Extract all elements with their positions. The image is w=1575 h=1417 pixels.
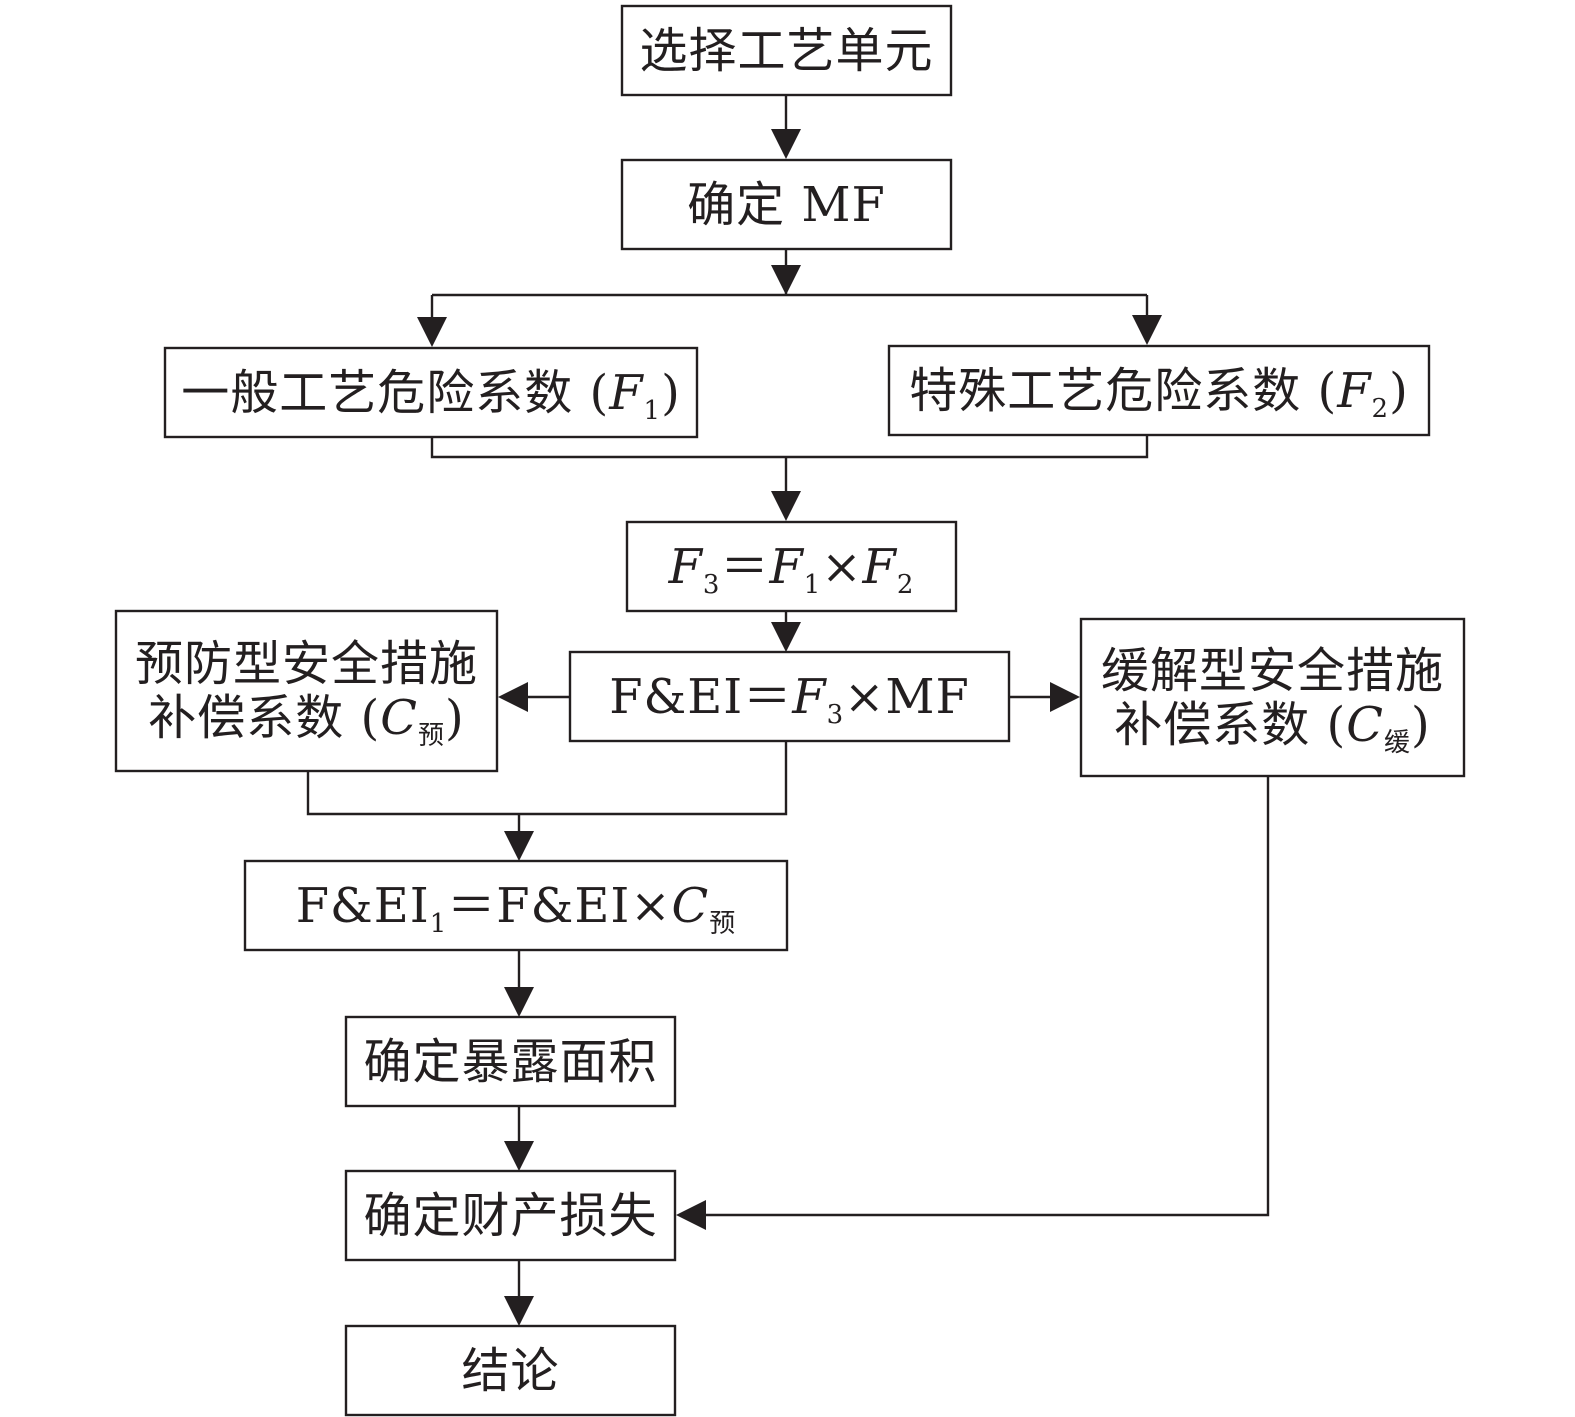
node-select-unit: 选择工艺单元	[622, 6, 951, 95]
mitigative-var: C	[1346, 696, 1384, 753]
f3-formula-label: F3＝F1×F2	[668, 538, 915, 598]
general-factor-sub: 1	[643, 395, 662, 426]
fei1-a: F&EI	[496, 877, 631, 934]
arrowhead-mf	[771, 129, 801, 159]
general-factor-suffix: )	[661, 364, 681, 421]
mitigative-line2: 补偿系数 (C缓)	[1114, 696, 1431, 756]
property-loss-label: 确定财产损失	[363, 1187, 658, 1244]
mitigative-sub: 缓	[1383, 727, 1411, 758]
fei-times: ×	[844, 668, 886, 725]
f3-lhs: F	[668, 538, 703, 595]
node-exposure-area: 确定暴露面积	[346, 1017, 675, 1106]
arrowhead-conclusion	[504, 1296, 534, 1326]
arrowhead-fei	[771, 622, 801, 652]
node-f3-formula: F3＝F1×F2	[627, 522, 956, 611]
node-determine-mf: 确定 MF	[622, 160, 951, 249]
fei1-formula-label: F&EI1＝F&EI×C预	[295, 877, 737, 937]
preventive-line1: 预防型安全措施	[134, 636, 478, 692]
mitigative-line1: 缓解型安全措施	[1100, 642, 1444, 699]
fei1-times: ×	[630, 877, 672, 934]
fei1-b-sub: 预	[709, 908, 737, 939]
arrowhead-preventive	[498, 682, 528, 712]
arrowhead-branch-junction	[771, 265, 801, 295]
box-mitigative	[1079, 617, 1466, 778]
select-unit-label: 选择工艺单元	[639, 22, 934, 79]
exposure-area-label: 确定暴露面积	[363, 1033, 658, 1090]
node-preventive: 预防型安全措施 补偿系数 (C预)	[116, 611, 497, 771]
mitigative-suffix: )	[1411, 696, 1431, 753]
special-factor-suffix: )	[1389, 362, 1409, 419]
node-property-loss: 确定财产损失	[346, 1171, 675, 1260]
connector-preventive-fei-merge	[306, 741, 788, 832]
fei-b: MF	[885, 668, 970, 725]
fei-formula-label: F&EI＝F3×MF	[609, 668, 970, 728]
arrowhead-general	[417, 317, 447, 347]
box-preventive	[114, 609, 499, 773]
fei1-lhs-sub: 1	[429, 908, 448, 939]
special-factor-sub: 2	[1371, 393, 1390, 424]
connector-mitigative-to-loss	[705, 776, 1270, 1217]
preventive-var: C	[380, 690, 418, 746]
box-exposure-area	[344, 1015, 677, 1108]
arrowhead-loss-side	[676, 1200, 706, 1230]
fei-a-sub: 3	[826, 699, 845, 730]
general-factor-var: F	[609, 364, 644, 421]
box-general-factor	[163, 346, 699, 439]
general-factor-text: 一般工艺危险系数 (	[181, 364, 610, 421]
box-special-factor	[887, 344, 1431, 437]
preventive-line2: 补偿系数 (C预)	[148, 690, 465, 749]
special-factor-label: 特殊工艺危险系数 (F2)	[909, 362, 1409, 422]
f3-a-sub: 1	[803, 569, 822, 600]
connector-factors-merge	[430, 435, 1149, 492]
node-conclusion: 结论	[346, 1326, 675, 1415]
node-mitigative: 缓解型安全措施 补偿系数 (C缓)	[1081, 619, 1464, 776]
determine-mf-label: 确定 MF	[687, 176, 886, 233]
preventive-sub: 预	[417, 721, 445, 751]
mitigative-line2-text: 补偿系数 (	[1114, 696, 1347, 753]
special-factor-var: F	[1337, 362, 1372, 419]
conclusion-label: 结论	[461, 1342, 560, 1399]
fei-a: F	[792, 668, 827, 725]
fei-eq: ＝	[743, 668, 793, 725]
arrowhead-f3	[771, 491, 801, 521]
box-fei1-formula	[243, 859, 789, 952]
fei1-eq: ＝	[447, 877, 497, 934]
box-select-unit	[620, 4, 953, 97]
box-determine-mf	[620, 158, 953, 251]
node-general-factor: 一般工艺危险系数 (F1)	[165, 348, 697, 437]
node-fei1-formula: F&EI1＝F&EI×C预	[245, 861, 787, 950]
arrowhead-special	[1132, 315, 1162, 345]
f3-lhs-sub: 3	[702, 569, 721, 600]
f3-b: F	[862, 538, 897, 595]
preventive-line2-text: 补偿系数 (	[148, 690, 381, 746]
arrowhead-mitigative	[1050, 682, 1080, 712]
f3-times: ×	[821, 538, 863, 595]
arrowhead-loss	[504, 1141, 534, 1171]
box-f3-formula	[625, 520, 958, 613]
node-fei-formula: F&EI＝F3×MF	[570, 652, 1009, 741]
arrowhead-exposure	[504, 987, 534, 1017]
node-special-factor: 特殊工艺危险系数 (F2)	[889, 346, 1429, 435]
f3-eq: ＝	[720, 538, 770, 595]
f3-b-sub: 2	[896, 569, 915, 600]
fei1-lhs: F&EI	[295, 877, 430, 934]
fei1-b: C	[671, 877, 710, 934]
preventive-suffix: )	[445, 690, 465, 746]
fei-lhs: F&EI	[609, 668, 744, 725]
box-property-loss	[344, 1169, 677, 1262]
f3-a: F	[769, 538, 804, 595]
box-conclusion	[344, 1324, 677, 1417]
special-factor-text: 特殊工艺危险系数 (	[909, 362, 1338, 419]
arrowhead-fei1	[504, 831, 534, 861]
general-factor-label: 一般工艺危险系数 (F1)	[181, 364, 681, 424]
